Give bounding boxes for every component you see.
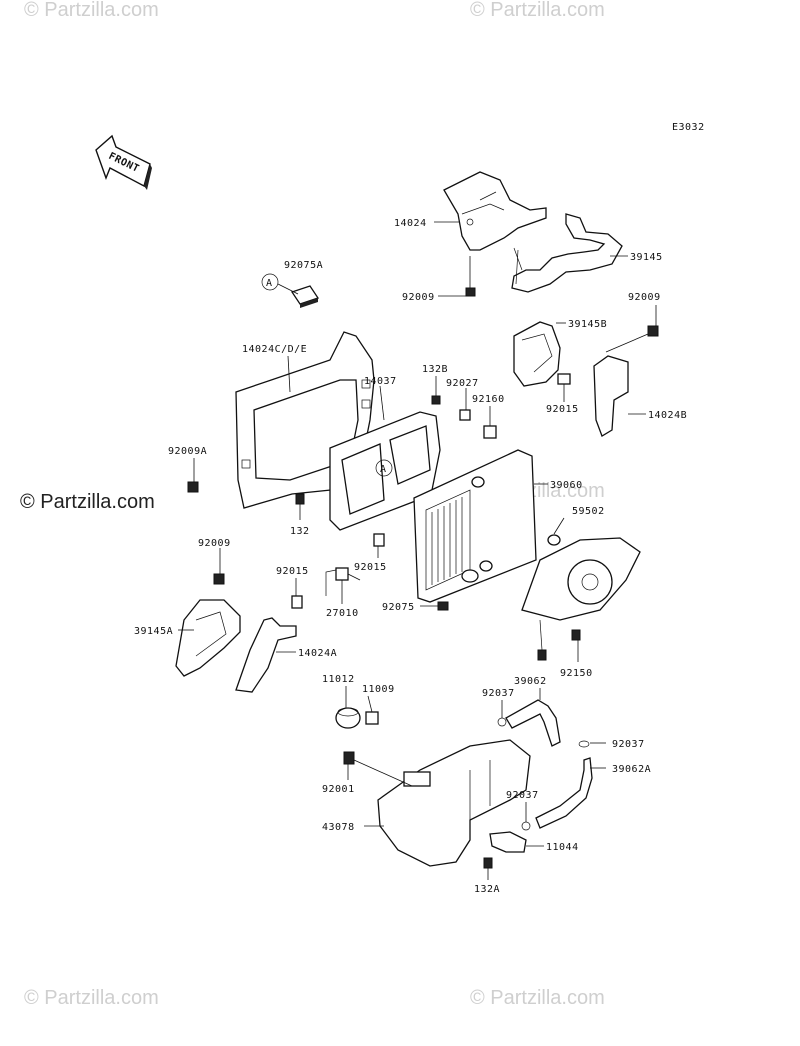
callout-a-mid <box>375 459 393 477</box>
label-92037-c: 92037 <box>506 790 539 801</box>
nut-92075 <box>437 601 449 611</box>
frame-14037 <box>329 411 441 531</box>
label-59502: 59502 <box>572 506 605 517</box>
harness-39145 <box>511 213 623 293</box>
label-43078: 43078 <box>322 822 355 833</box>
bracket-14024 <box>443 171 547 251</box>
label-92037-a: 92037 <box>482 688 515 699</box>
harness-39145A <box>175 599 241 677</box>
bolt-92150 <box>571 629 581 641</box>
grommet-92027 <box>459 409 471 421</box>
small-hardware <box>187 325 659 641</box>
hose-39062A <box>535 757 593 829</box>
label-14024A: 14024A <box>298 648 337 659</box>
label-92009-right: 92009 <box>628 292 661 303</box>
harness-39145B <box>513 321 561 387</box>
cap-11012 <box>335 707 361 729</box>
label-14024B: 14024B <box>648 410 687 421</box>
label-132: 132 <box>290 526 310 537</box>
label-39062A: 39062A <box>612 764 651 775</box>
bolt-92001-line <box>353 759 413 787</box>
part-labels: 14024 39145 92009 92075A 92009 39145B 14… <box>134 218 687 895</box>
watermark-bottom-right: © Partzilla.com <box>470 987 605 1009</box>
bolt-92009-left <box>213 573 225 585</box>
watermark-mid-left: © Partzilla.com <box>20 491 155 513</box>
label-27010: 27010 <box>326 608 359 619</box>
bracket-14024B <box>593 355 629 437</box>
label-92075: 92075 <box>382 602 415 613</box>
clamp-92037-c <box>521 821 531 831</box>
callout-a-mid-label: A <box>380 464 387 475</box>
label-14024: 14024 <box>394 218 427 229</box>
hose-39062 <box>505 699 561 747</box>
label-92160: 92160 <box>472 394 505 405</box>
grommet-92160 <box>483 425 497 439</box>
bolt-92009-right <box>647 325 659 337</box>
pad-92075A <box>290 285 320 308</box>
watermark-top-right: © Partzilla.com <box>470 0 605 21</box>
nut-92015-mid <box>373 533 385 547</box>
label-92015-left: 92015 <box>276 566 309 577</box>
label-39060: 39060 <box>550 480 583 491</box>
bracket-14024A <box>235 617 297 693</box>
diagram-code: E3032 <box>672 122 705 133</box>
label-92150: 92150 <box>560 668 593 679</box>
watermark-top-left: © Partzilla.com <box>24 0 159 21</box>
leader-lines <box>178 221 657 880</box>
front-arrow-icon: FRONT <box>95 134 152 190</box>
tank-43078 <box>377 739 531 867</box>
watermark-bottom-left: © Partzilla.com <box>24 987 159 1009</box>
nut-92015-right <box>557 373 571 385</box>
fan-59502 <box>521 534 641 661</box>
radiator-39060 <box>413 449 537 603</box>
label-92009A: 92009A <box>168 446 207 457</box>
clamp-92037-a <box>497 717 507 727</box>
label-92015-right: 92015 <box>546 404 579 415</box>
label-14037: 14037 <box>364 376 397 387</box>
label-92037-b: 92037 <box>612 739 645 750</box>
label-132B: 132B <box>422 364 448 375</box>
label-92027: 92027 <box>446 378 479 389</box>
label-132A: 132A <box>474 884 500 895</box>
label-39145B: 39145B <box>568 319 607 330</box>
nut-92015-left <box>291 595 303 609</box>
callout-a-top-label: A <box>266 278 273 289</box>
label-92009-top: 92009 <box>402 292 435 303</box>
callout-a-top <box>261 273 279 291</box>
label-92075A: 92075A <box>284 260 323 271</box>
label-39145: 39145 <box>630 252 663 263</box>
label-92001: 92001 <box>322 784 355 795</box>
bolt-132A <box>483 857 493 869</box>
label-39145A: 39145A <box>134 626 173 637</box>
clamp-92037-b <box>578 740 590 748</box>
label-92009-left: 92009 <box>198 538 231 549</box>
gasket-11009 <box>365 711 379 725</box>
bolt-92009-top <box>465 256 476 297</box>
label-11012: 11012 <box>322 674 355 685</box>
bolt-92001 <box>343 751 355 765</box>
label-14024CDE: 14024C/D/E <box>242 344 307 355</box>
bolt-92009A <box>187 481 199 493</box>
bolt-132B <box>431 395 441 405</box>
label-11044: 11044 <box>546 842 579 853</box>
label-39062: 39062 <box>514 676 547 687</box>
label-92015-mid: 92015 <box>354 562 387 573</box>
label-11009: 11009 <box>362 684 395 695</box>
bracket-11044 <box>489 831 527 853</box>
bolt-132 <box>295 493 305 505</box>
